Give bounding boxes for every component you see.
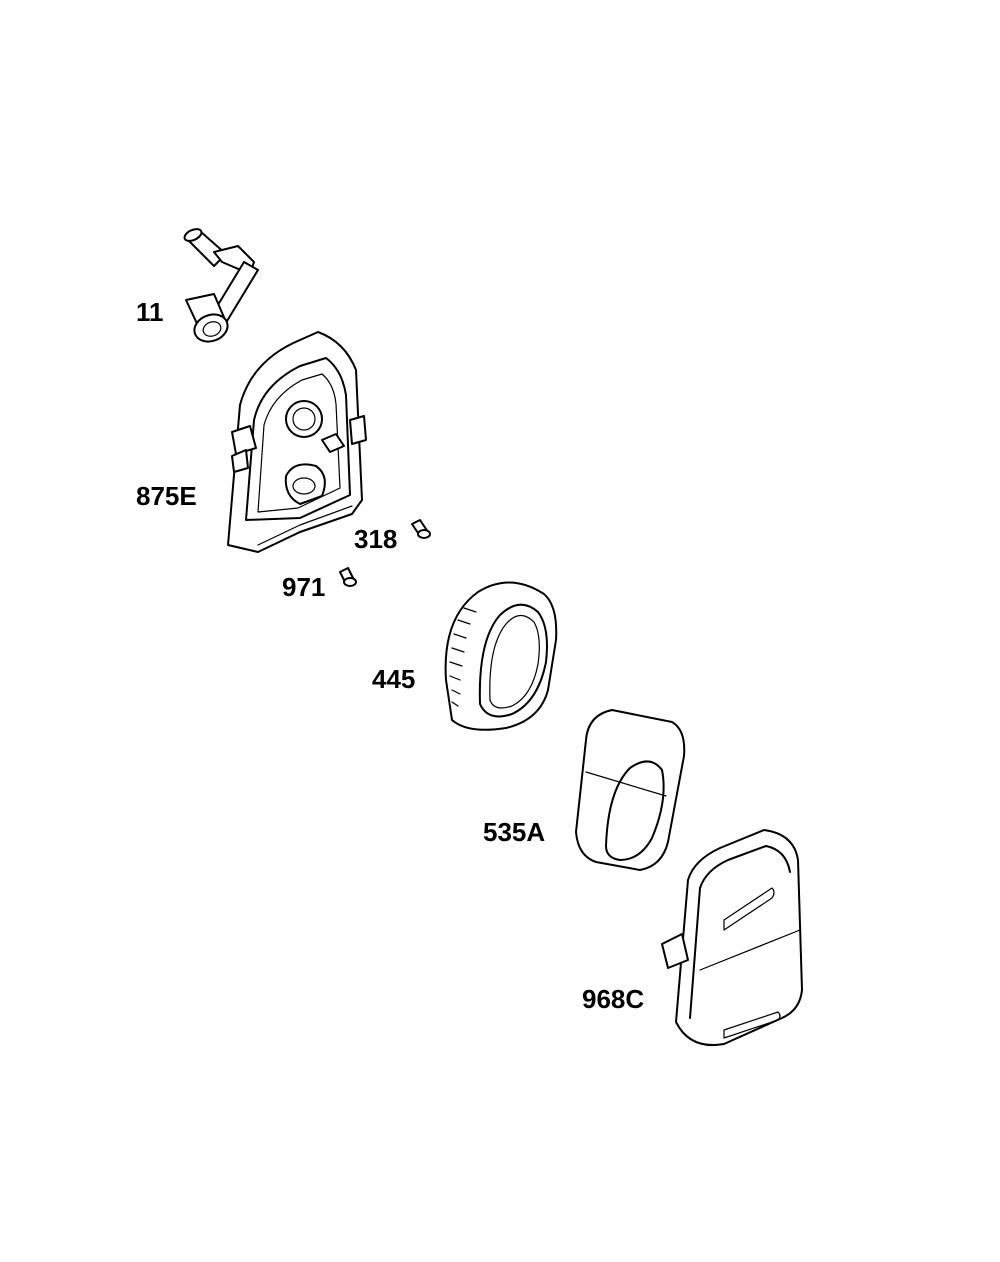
air-filter-part <box>444 581 558 731</box>
air-cleaner-base-part <box>227 331 367 553</box>
breather-tube-part <box>183 228 259 343</box>
part-label-318: 318 <box>354 524 398 554</box>
part-label-445: 445 <box>372 664 416 694</box>
part-label-971: 971 <box>282 572 326 602</box>
part-label-875E: 875E <box>136 481 197 511</box>
screw-971-part <box>339 567 357 587</box>
pre-cleaner-part <box>575 709 686 871</box>
air-cleaner-cover-part <box>661 829 803 1046</box>
part-label-11: 11 <box>136 297 164 327</box>
part-label-535A: 535A <box>483 817 546 847</box>
screw-318-part <box>411 519 431 539</box>
part-label-968C: 968C <box>582 984 645 1014</box>
